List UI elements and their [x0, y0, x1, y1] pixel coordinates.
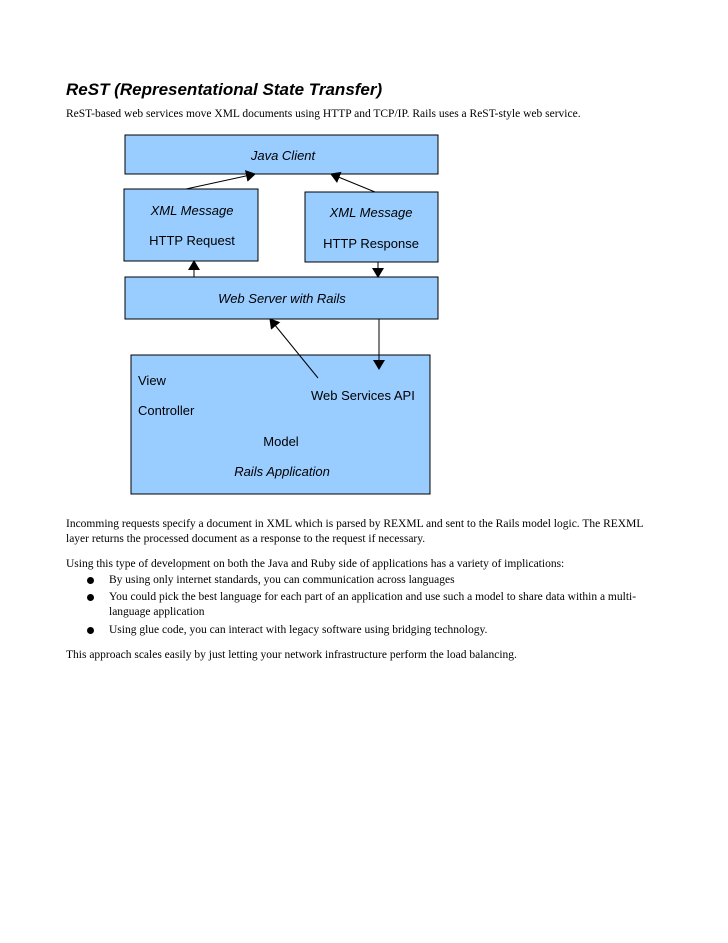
web-server-box [124, 276, 439, 320]
implications-list: By using only internet standards, you ca… [66, 573, 666, 638]
list-item: You could pick the best language for eac… [66, 590, 666, 620]
list-item-text: You could pick the best language for eac… [109, 591, 637, 618]
list-item-text: Using glue code, you can interact with l… [109, 624, 488, 636]
web-server-label: Web Server with Rails [218, 291, 346, 306]
model-label: Model [263, 434, 299, 449]
http-request-box [123, 188, 259, 262]
list-item-text: By using only internet standards, you ca… [109, 574, 455, 586]
arrow-request-to-client [185, 170, 256, 190]
response-xml-label: XML Message [329, 205, 413, 220]
intro-paragraph: ReST-based web services move XML documen… [66, 108, 581, 120]
bullet-icon [87, 577, 94, 584]
list-item: By using only internet standards, you ca… [66, 573, 666, 588]
view-label: View [138, 373, 167, 388]
page-title: ReST (Representational State Transfer) [66, 80, 383, 99]
arrow-response-to-client [330, 171, 376, 193]
http-response-box [304, 191, 439, 263]
bullet-icon [87, 627, 94, 634]
paragraph-rexml: Incomming requests specify a document in… [66, 518, 643, 545]
arrow-api-to-server [269, 318, 319, 379]
paragraph-scaling: This approach scales easily by just lett… [66, 649, 517, 661]
rails-application-box [130, 354, 431, 495]
bullet-icon [87, 594, 94, 601]
java-client-box [124, 134, 439, 175]
request-http-label: HTTP Request [149, 233, 235, 248]
request-xml-label: XML Message [150, 203, 234, 218]
java-client-label: Java Client [250, 148, 317, 163]
rails-application-label: Rails Application [234, 464, 330, 479]
paragraph-implications: Using this type of development on both t… [66, 558, 565, 570]
list-item: Using glue code, you can interact with l… [66, 623, 666, 638]
web-services-api-label: Web Services API [311, 388, 415, 403]
controller-label: Controller [138, 403, 195, 418]
response-http-label: HTTP Response [323, 236, 419, 251]
